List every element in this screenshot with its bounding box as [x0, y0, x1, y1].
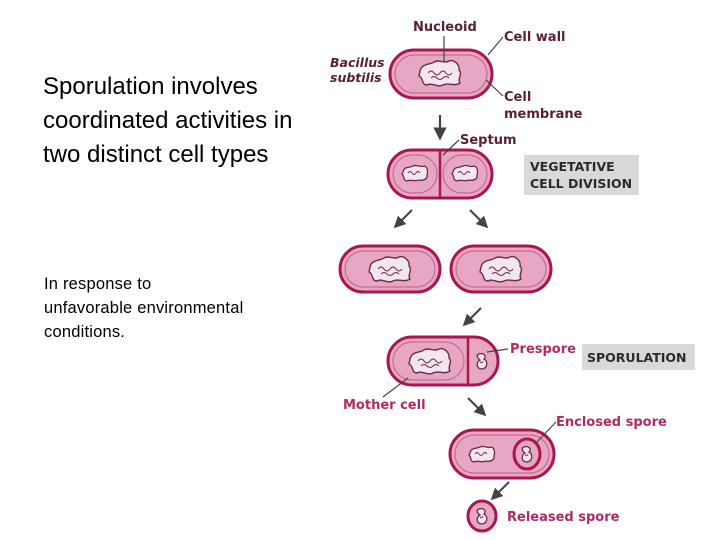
arrow-4	[467, 397, 487, 417]
cell-membrane-label-line1: Cell	[504, 90, 531, 105]
mother-cell-pointer	[382, 377, 409, 398]
nucleoid-shape	[418, 59, 462, 87]
prespore-pointer	[486, 348, 509, 353]
cell-membrane-label-line2: membrane	[504, 107, 583, 122]
released-spore	[466, 499, 498, 533]
bacillus-label-line2: subtilis	[330, 70, 382, 85]
cell-membrane-pointer	[485, 79, 504, 97]
cell-wall-pointer	[487, 36, 504, 56]
slide-title: Sporulation involves coordinated activit…	[43, 73, 293, 168]
sporulating-cell	[386, 335, 500, 387]
prespore-label: Prespore	[510, 342, 576, 357]
enclosed-spore-shape	[521, 445, 533, 463]
mother-cell-label: Mother cell	[343, 398, 426, 413]
vegetative-label-line2: CELL DIVISION	[530, 176, 632, 191]
sporulation-label: SPORULATION	[587, 350, 687, 365]
released-spore-label: Released spore	[507, 510, 620, 525]
enclosed-spore-pointer	[535, 421, 557, 444]
arrow-split-right	[469, 209, 489, 229]
bacillus-cell	[388, 48, 494, 100]
septum-label: Septum	[460, 133, 517, 148]
cell-wall-label: Cell wall	[504, 30, 566, 45]
prespore-shape	[476, 352, 488, 370]
enclosed-spore-cell	[448, 428, 556, 480]
nucleoid-label: Nucleoid	[413, 20, 477, 35]
daughter-cell-left	[338, 244, 442, 294]
daughter-cell-right	[449, 244, 553, 294]
dividing-cell	[386, 148, 494, 200]
sporulation-stage-box: SPORULATION	[582, 344, 695, 370]
septum-pointer	[442, 139, 460, 156]
arrow-split-left	[393, 209, 413, 229]
vegetative-stage-box: VEGETATIVE CELL DIVISION	[524, 155, 639, 195]
arrow-5	[490, 481, 510, 501]
vegetative-label-line1: VEGETATIVE	[530, 159, 615, 174]
arrow-3	[462, 307, 482, 327]
bacillus-label-line1: Bacillus	[330, 55, 385, 70]
slide-subtitle: In response to unfavorable environmental…	[44, 275, 244, 341]
enclosed-spore-label: Enclosed spore	[556, 415, 667, 430]
